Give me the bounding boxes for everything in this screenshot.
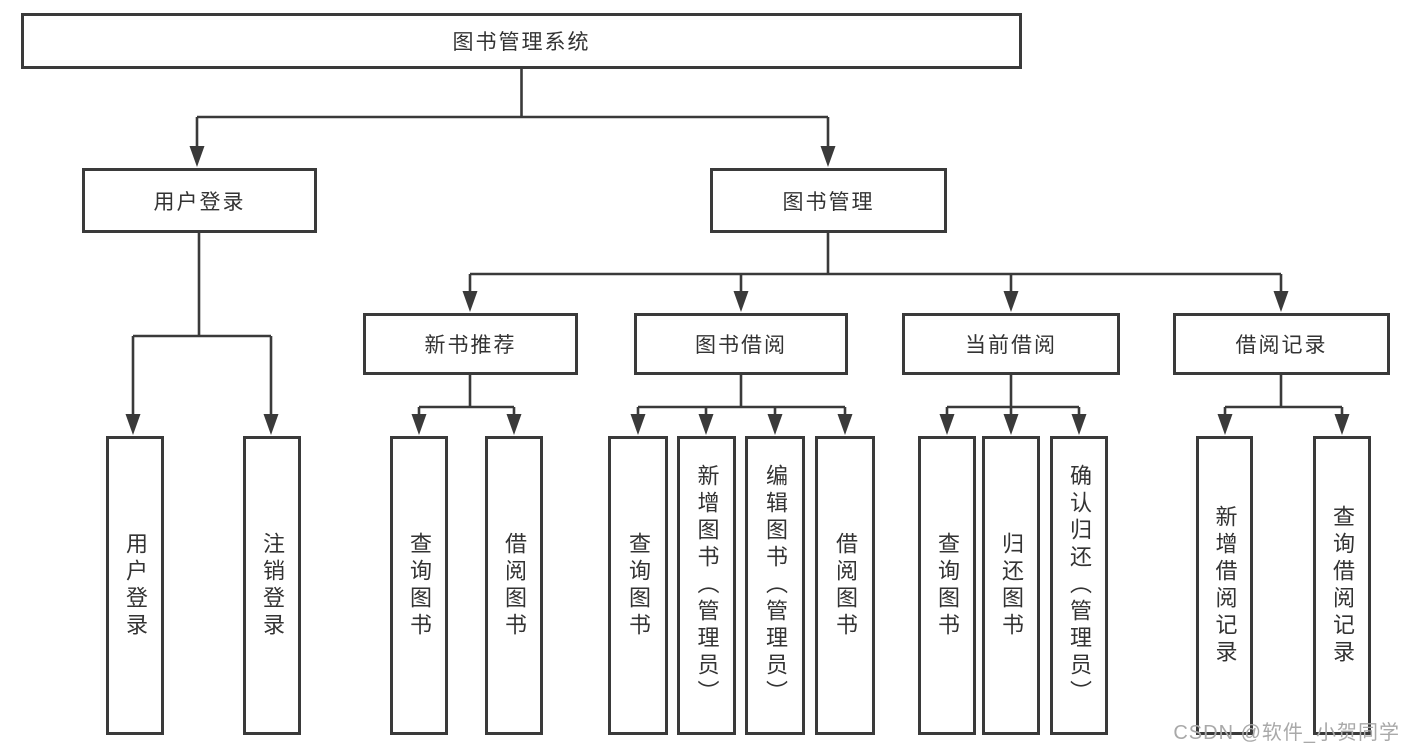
leaf-query-books-current-label: 查询图书 <box>935 531 960 640</box>
leaf-borrow-books-recommend-label: 借阅图书 <box>502 531 527 640</box>
node-book-management-label: 图书管理 <box>782 190 875 214</box>
leaf-user-login-label: 用户登录 <box>123 531 148 640</box>
node-current-borrow: 当前借阅 <box>902 313 1120 375</box>
leaf-user-login: 用户登录 <box>106 436 164 735</box>
leaf-borrow-books-recommend: 借阅图书 <box>485 436 543 735</box>
leaf-query-books-current: 查询图书 <box>918 436 976 735</box>
node-book-management: 图书管理 <box>710 168 947 233</box>
leaf-query-books-borrow-label: 查询图书 <box>626 531 651 640</box>
connector-book-borrow-to-leaves <box>630 375 853 435</box>
leaf-confirm-return-admin: 确认归还（管理员） <box>1050 436 1108 735</box>
connector-root-to-level2 <box>189 69 836 167</box>
node-book-borrow: 图书借阅 <box>634 313 848 375</box>
leaf-return-book: 归还图书 <box>982 436 1040 735</box>
node-user-login: 用户登录 <box>82 168 317 233</box>
connector-book-management-to-level3 <box>462 233 1289 312</box>
node-root-label: 图书管理系统 <box>452 31 591 54</box>
node-borrow-records: 借阅记录 <box>1173 313 1390 375</box>
node-new-book-recommend-label: 新书推荐 <box>424 334 517 357</box>
node-borrow-records-label: 借阅记录 <box>1235 334 1328 357</box>
leaf-edit-book-admin-label: 编辑图书（管理员） <box>763 464 788 707</box>
connector-current-borrow-to-leaves <box>939 375 1087 435</box>
connector-new-book-to-leaves <box>411 375 522 435</box>
leaf-edit-book-admin: 编辑图书（管理员） <box>745 436 805 735</box>
leaf-confirm-return-admin-label: 确认归还（管理员） <box>1067 464 1092 707</box>
node-current-borrow-label: 当前借阅 <box>965 334 1057 357</box>
leaf-return-book-label: 归还图书 <box>999 531 1024 640</box>
csdn-watermark: CSDN @软件_小贺同学 <box>1173 722 1400 744</box>
leaf-query-books-recommend-label: 查询图书 <box>407 531 432 640</box>
leaf-logout: 注销登录 <box>243 436 301 735</box>
leaf-query-borrow-record-label: 查询借阅记录 <box>1330 504 1355 667</box>
leaf-query-borrow-record: 查询借阅记录 <box>1313 436 1371 735</box>
node-user-login-label: 用户登录 <box>153 190 246 214</box>
leaf-add-book-admin: 新增图书（管理员） <box>677 436 736 735</box>
leaf-add-borrow-record: 新增借阅记录 <box>1196 436 1253 735</box>
leaf-logout-label: 注销登录 <box>260 531 285 640</box>
leaf-add-borrow-record-label: 新增借阅记录 <box>1212 504 1238 667</box>
connector-user-login-to-leaves <box>125 233 279 435</box>
leaf-add-book-admin-label: 新增图书（管理员） <box>694 464 720 707</box>
leaf-query-books-borrow: 查询图书 <box>608 436 668 735</box>
node-book-borrow-label: 图书借阅 <box>695 334 787 357</box>
node-new-book-recommend: 新书推荐 <box>363 313 578 375</box>
node-root: 图书管理系统 <box>21 13 1022 69</box>
leaf-query-books-recommend: 查询图书 <box>390 436 448 735</box>
connector-borrow-record-to-leaves <box>1217 375 1350 435</box>
leaf-borrow-books-label: 借阅图书 <box>833 531 858 640</box>
leaf-borrow-books: 借阅图书 <box>815 436 875 735</box>
